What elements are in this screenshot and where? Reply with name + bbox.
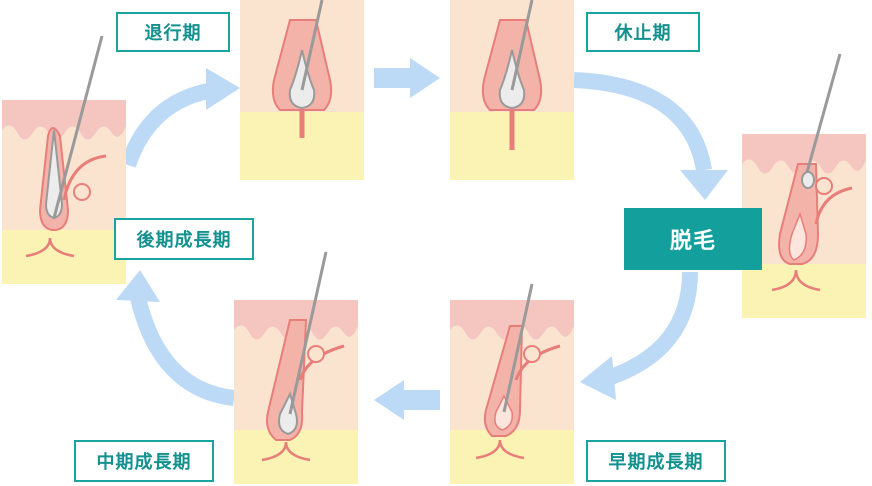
- skin-panel-koki: [2, 35, 126, 284]
- skin-panel-soki: [450, 283, 574, 484]
- stage-label-koki: 後期成長期: [114, 218, 254, 260]
- skin-panel-kyushiki: [450, 0, 574, 180]
- arrow-kyushi-to-datsumo: [573, 72, 712, 172]
- arrow-datsumo-to-soki: [605, 271, 698, 386]
- skin-panel-chuki: [234, 251, 358, 484]
- stage-label-chuki: 中期成長期: [74, 440, 214, 482]
- arrow-heads: [116, 58, 728, 420]
- stage-label-soki: 早期成長期: [586, 440, 726, 482]
- cycle-arrows: [120, 68, 712, 410]
- stage-label-taikoki: 退行期: [116, 12, 230, 52]
- skin-panel-taikoki: [240, 0, 364, 180]
- stage-label-datsumo: 脱毛: [624, 208, 762, 270]
- arrow-chuki-to-koki: [130, 296, 236, 406]
- arrow-koki-to-taikoki: [120, 82, 216, 168]
- skin-panel-datsumo: [742, 53, 866, 318]
- stage-label-kyushiki: 休止期: [586, 12, 700, 52]
